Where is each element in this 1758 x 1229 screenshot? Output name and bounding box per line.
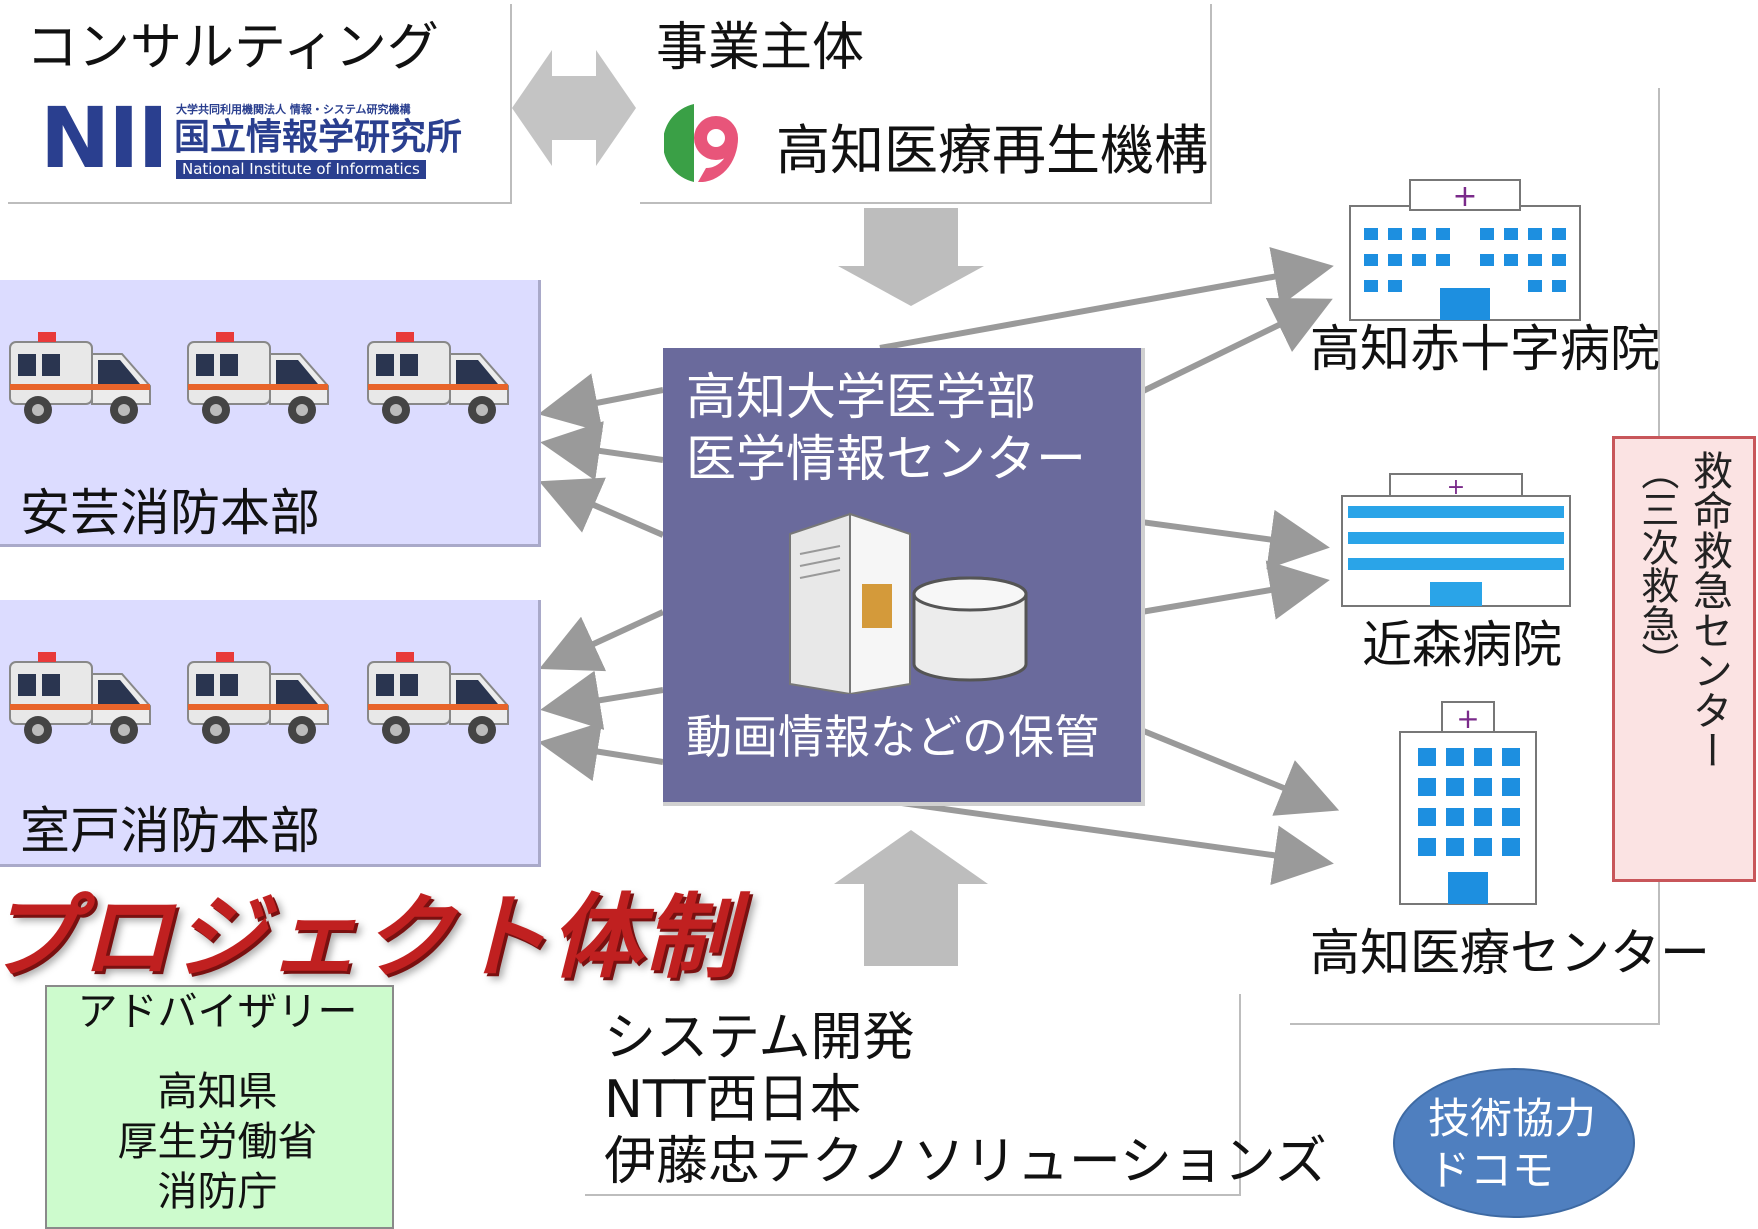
operator-logo-icon <box>662 104 739 183</box>
server-storage-icon <box>789 512 1028 694</box>
station-muroto <box>0 600 541 867</box>
nii-logo-jp: 国立情報学研究所 <box>174 117 463 158</box>
nii-logo-mark: NII <box>40 89 169 187</box>
tech-coop-oval <box>1393 1068 1635 1218</box>
arrow-to-muroto-3 <box>538 721 664 782</box>
arrow-to-redcross-1 <box>879 247 1334 351</box>
advisory-label: アドバイザリー <box>77 989 358 1035</box>
arrow-to-chikamori-1 <box>1140 509 1330 570</box>
center-line2: 医学情報センター <box>686 430 1086 488</box>
center-line1: 高知大学医学部 <box>686 368 1036 426</box>
nii-logo-en: National Institute of Informatics <box>176 160 426 179</box>
emergency-center-sub: （三次救急） <box>1634 452 1679 680</box>
consulting-label: コンサルティング <box>26 18 439 78</box>
emergency-center-box <box>1612 436 1756 882</box>
svg-text:+: + <box>1456 702 1479 735</box>
nii-logo: NII 大学共同利用機関法人 情報・システム研究機構 国立情報学研究所 Nati… <box>40 96 463 180</box>
svg-text:+: + <box>1447 475 1465 500</box>
ambulance-icon <box>9 331 151 425</box>
arrow-to-medcenter-1 <box>1139 727 1340 816</box>
ambulance-icon <box>9 651 151 745</box>
hospital-redcross-name: 高知赤十字病院 <box>1310 320 1660 378</box>
arrow-to-aki-2 <box>540 421 664 481</box>
hospital-chikamori-icon: + <box>1341 473 1571 607</box>
advisory-member: 消防庁 <box>157 1169 278 1215</box>
advisory-member: 高知県 <box>157 1069 278 1115</box>
tech-coop-name: ドコモ <box>1428 1146 1555 1195</box>
advisory-box <box>45 985 394 1229</box>
center-storage: 動画情報などの保管 <box>686 710 1100 764</box>
ambulance-icon <box>187 651 329 745</box>
nii-logo-top: 大学共同利用機関法人 情報・システム研究機構 <box>176 103 411 116</box>
arrow-to-muroto-1 <box>539 609 665 672</box>
emergency-center-main: 救命救急センター <box>1686 450 1732 770</box>
hospital-chikamori-name: 近森病院 <box>1362 616 1562 674</box>
consulting-frame <box>8 4 512 204</box>
operator-name: 高知医療再生機構 <box>776 119 1208 182</box>
operator-logo <box>662 98 754 188</box>
hospital-medcenter-name: 高知医療センター <box>1310 924 1710 982</box>
ambulance-icon <box>187 331 329 425</box>
hospital-redcross-icon: + <box>1349 179 1581 321</box>
svg-text:+: + <box>1452 179 1477 214</box>
advisory-member: 厚生労働省 <box>117 1119 318 1165</box>
arrow-to-aki-1 <box>538 373 664 433</box>
system-dev-frame <box>585 994 1241 1196</box>
station-muroto-name: 室戸消防本部 <box>20 802 320 860</box>
project-title: プロジェクト体制 <box>0 884 739 991</box>
operator-label: 事業主体 <box>656 18 865 78</box>
station-aki-name: 安芸消防本部 <box>20 484 320 542</box>
ambulance-icon <box>367 331 509 425</box>
system-dev-company: 伊藤忠テクノソリューションズ <box>604 1132 1327 1192</box>
ambulance-icon <box>367 651 509 745</box>
arrow-to-muroto-2 <box>540 670 664 730</box>
operator-down-arrow <box>838 208 984 306</box>
system-up-arrow <box>834 830 988 966</box>
ambulance-layer <box>9 331 509 745</box>
operator-frame <box>640 4 1212 204</box>
arrow-to-chikamori-2 <box>1140 560 1330 620</box>
arrow-to-medcenter-2 <box>879 797 1334 886</box>
arrow-to-redcross-2 <box>1139 298 1333 395</box>
station-aki <box>0 280 541 547</box>
system-dev-company: NTT西日本 <box>604 1070 862 1130</box>
consult-operator-arrow <box>512 50 636 166</box>
hospital-medcenter-icon: + <box>1399 701 1537 905</box>
arrow-to-aki-3 <box>538 477 665 538</box>
tech-coop-label: 技術協力 <box>1428 1094 1597 1143</box>
system-dev-label: システム開発 <box>604 1008 915 1068</box>
